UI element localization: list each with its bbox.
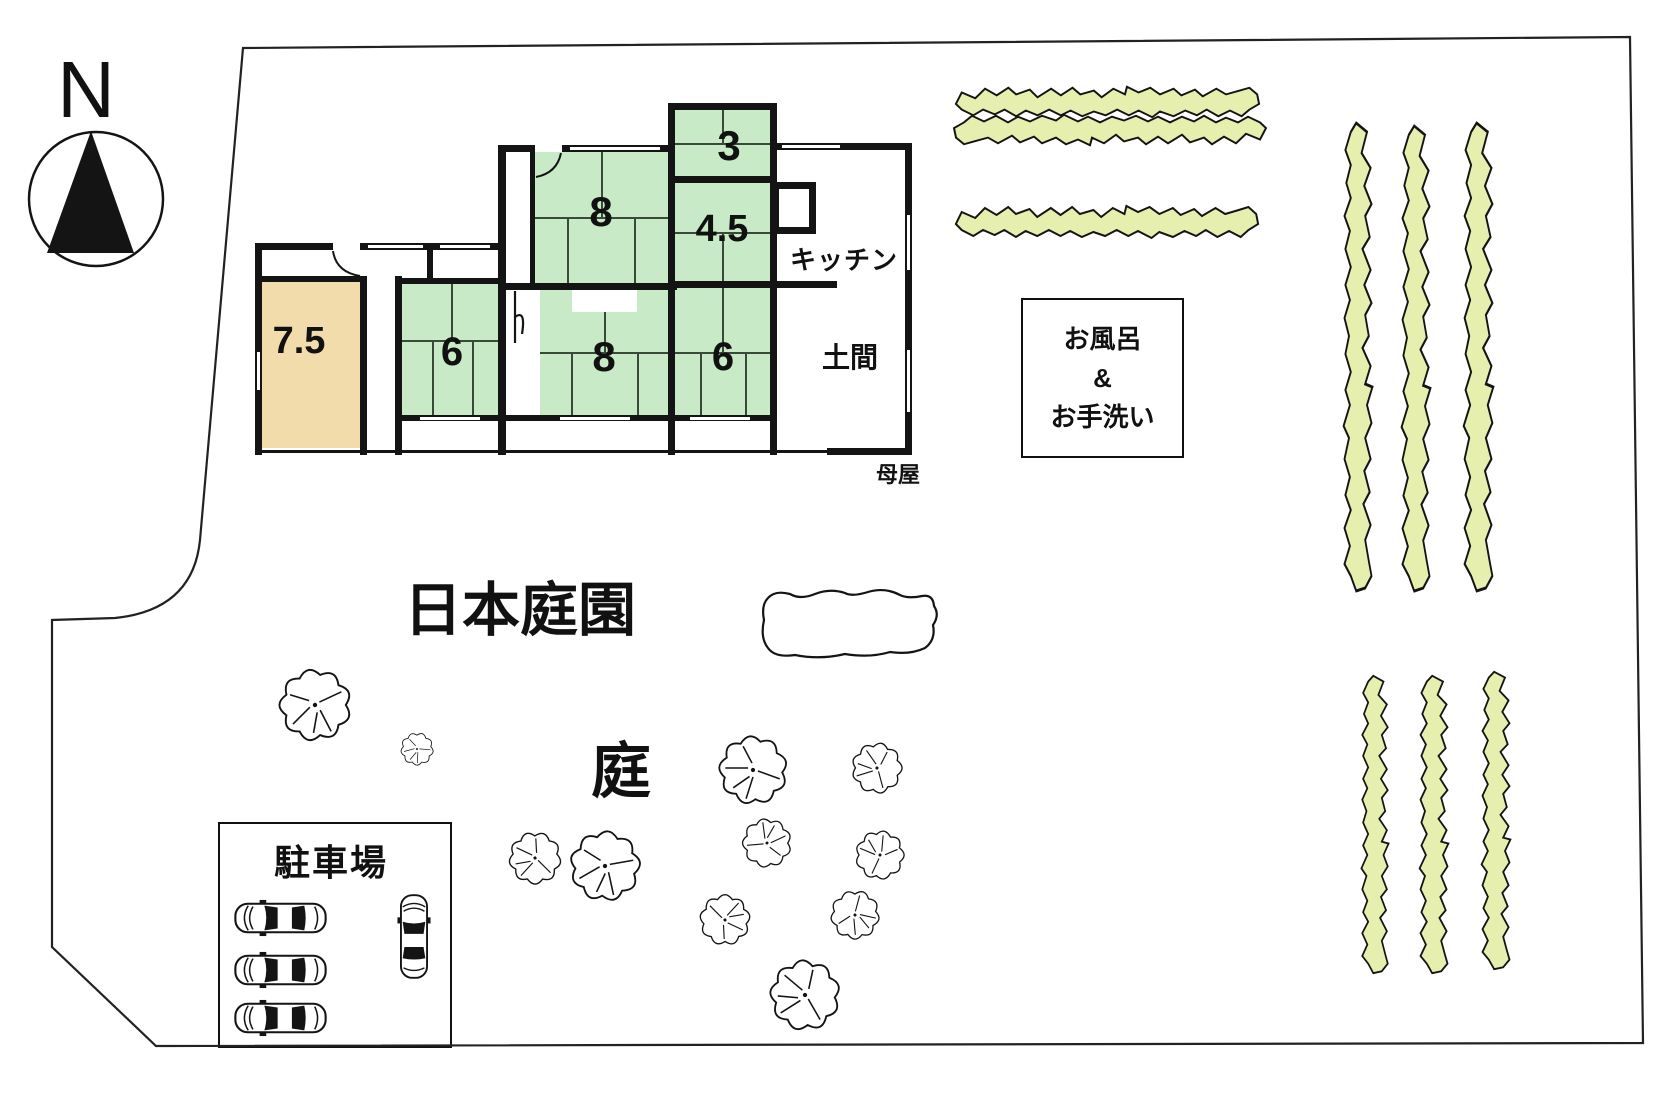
bath-label: お風呂 — [1063, 323, 1142, 354]
tatami-line — [567, 217, 569, 283]
house-wall — [255, 243, 333, 250]
garden-tree — [394, 726, 439, 772]
hedge-column — [1418, 674, 1450, 975]
compass-circle — [27, 130, 165, 268]
room-4-5-label: 4.5 — [695, 207, 749, 250]
window-marking — [560, 416, 630, 421]
house-wall — [395, 276, 402, 455]
tokonoma-alcove — [572, 290, 637, 312]
hedge-column — [1342, 121, 1374, 593]
house-wall — [770, 103, 777, 455]
room-3-label: 3 — [717, 122, 741, 169]
house-wall — [827, 448, 912, 455]
house-wall — [255, 450, 827, 453]
house-wall — [668, 103, 777, 110]
house-wall — [668, 176, 777, 183]
door-swing-arc — [332, 250, 361, 277]
window-marking — [440, 244, 490, 249]
house-wall — [498, 145, 535, 152]
hedge-row — [954, 205, 1260, 239]
compass — [27, 130, 165, 268]
tatami-line — [745, 352, 747, 415]
toilet-label: お手洗い — [1050, 401, 1155, 432]
window-marking — [906, 350, 911, 412]
garden-tree — [847, 738, 907, 797]
hedge-row — [953, 113, 1267, 147]
hedge-column — [1360, 674, 1390, 975]
window-marking — [420, 416, 480, 421]
window-marking — [368, 244, 423, 249]
house-wall — [395, 278, 505, 284]
house-wall — [498, 283, 677, 290]
room-6-left-label: 6 — [440, 329, 464, 374]
kitchen-label: キッチン — [789, 244, 898, 275]
house-wall — [668, 103, 675, 183]
hedge-column — [1462, 121, 1495, 593]
north-label: N — [57, 45, 115, 134]
window-marking — [690, 416, 750, 421]
garden-tree — [501, 824, 569, 891]
doma-label: 土間 — [821, 342, 878, 373]
omoya-label: 母屋 — [875, 462, 920, 487]
garden-tree — [820, 881, 890, 950]
house-wall — [668, 281, 777, 288]
tatami-line — [571, 352, 573, 415]
tatami-line — [637, 352, 639, 415]
parking-label: 駐車場 — [273, 842, 388, 883]
tatami-line — [472, 340, 474, 415]
stair-mark — [513, 291, 525, 343]
room-7-5-label: 7.5 — [272, 319, 326, 362]
house-wall — [530, 152, 535, 283]
garden-pond — [761, 588, 938, 659]
room-6-right-label: 6 — [711, 334, 735, 379]
room-7-5-tatami — [262, 282, 360, 448]
kitchen-fixture-square — [772, 182, 816, 234]
garden-tree — [561, 822, 648, 909]
hedge-row — [954, 85, 1261, 119]
house-wall — [498, 145, 506, 455]
tatami-line — [700, 352, 702, 415]
ampersand-label: & — [1093, 362, 1112, 393]
bath-toilet-note-text: お風呂 & お手洗い — [1023, 300, 1182, 456]
house-wall — [255, 276, 367, 282]
hedge-column — [1400, 124, 1432, 593]
garden-tree — [278, 668, 351, 742]
room-8-lower-label: 8 — [592, 333, 616, 380]
garden-tree — [766, 956, 844, 1033]
house-wall — [427, 243, 433, 283]
house-wall — [360, 276, 367, 455]
bath-toilet-note-box: お風呂 & お手洗い — [1021, 298, 1184, 458]
tatami-line — [634, 217, 636, 283]
hedge-column — [1480, 670, 1512, 971]
garden-tree — [846, 820, 915, 890]
garden-label: 庭 — [591, 737, 651, 805]
garden-tree — [704, 721, 801, 818]
garden-tree — [736, 811, 799, 875]
garden-title: 日本庭園 — [403, 578, 636, 643]
garden-tree — [692, 888, 758, 953]
house-wall — [777, 281, 837, 288]
compass-needle-icon — [47, 131, 134, 253]
window-marking — [570, 146, 660, 151]
room-8-upper-label: 8 — [589, 188, 613, 235]
window-marking — [782, 144, 840, 149]
